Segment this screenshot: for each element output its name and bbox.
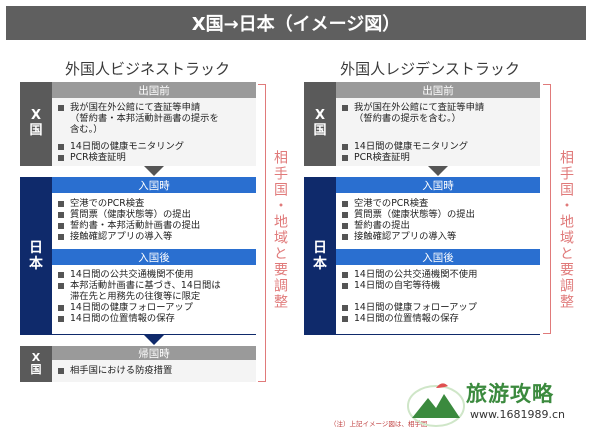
- bullet-icon: [342, 305, 348, 311]
- list-item: 接触確認アプリの導入等: [58, 231, 250, 242]
- left-track-title: 外国人ビジネストラック: [64, 60, 230, 78]
- list-item: 接触確認アプリの導入等: [342, 231, 534, 242]
- bullet-icon: [58, 283, 64, 289]
- bullet-icon: [58, 316, 64, 322]
- list-item: 14日間の公共交通機関不使用: [342, 269, 534, 280]
- arrow-down-icon: [428, 166, 448, 176]
- left-bracket: [258, 84, 266, 382]
- bullet-icon: [342, 272, 348, 278]
- bullet-icon: [58, 272, 64, 278]
- left-after-head: 入国後: [52, 249, 256, 265]
- banner-title: X国→日本（イメージ図）: [6, 6, 586, 40]
- left-entry-head: 入国時: [52, 177, 256, 193]
- right-track-title: 外国人レジデンストラック: [340, 60, 520, 78]
- list-item: 14日間の位置情報の保存: [342, 313, 534, 324]
- bullet-icon: [58, 201, 64, 207]
- left-japan-label: 日本: [20, 177, 52, 335]
- bullet-icon: [342, 316, 348, 322]
- left-side-note: 相手国・地域と要調整: [272, 150, 288, 310]
- bullet-icon: [58, 223, 64, 229]
- left-before-head: 出国前: [52, 82, 256, 98]
- list-item: 滞在先と用務先の往復等に限定: [70, 291, 201, 302]
- list-item: 空港でのPCR検査: [58, 198, 250, 209]
- footnote: （注）上記イメージ図は、相手国: [330, 420, 428, 428]
- bullet-icon: [58, 212, 64, 218]
- list-item: 含む。）: [70, 124, 103, 135]
- list-item: 14日間の健康モニタリング: [342, 141, 534, 152]
- bullet-icon: [58, 144, 64, 150]
- list-item: 14日間の健康モニタリング: [58, 141, 250, 152]
- list-item: PCR検査証明: [342, 152, 534, 163]
- bullet-icon: [342, 105, 348, 111]
- left-entry-body: 空港でのPCR検査 質問票（健康状態等）の提出 誓約書・本邦活動計画書の提出 接…: [52, 193, 256, 249]
- watermark-url: www.1681989.cn: [470, 408, 565, 421]
- right-before-head: 出国前: [336, 82, 540, 98]
- left-after-body: 14日間の公共交通機関不使用 本邦活動計画書に基づき、14日間は 滞在先と用務先…: [52, 265, 256, 334]
- bullet-icon: [342, 144, 348, 150]
- list-item: 本邦活動計画書に基づき、14日間は: [58, 280, 250, 291]
- list-item: 誓約書の提出: [342, 220, 534, 231]
- list-item: 14日間の健康フォローアップ: [58, 302, 250, 313]
- bullet-icon: [342, 212, 348, 218]
- bullet-icon: [58, 105, 64, 111]
- right-entry-body: 空港でのPCR検査 質問票（健康状態等）の提出 誓約書の提出 接触確認アプリの導…: [336, 193, 540, 249]
- bullet-icon: [342, 201, 348, 207]
- list-item: 14日間の位置情報の保存: [58, 313, 250, 324]
- list-item: 我が国在外公館にて査証等申請: [342, 102, 534, 113]
- bullet-icon: [58, 234, 64, 240]
- list-item: 空港でのPCR検査: [342, 198, 534, 209]
- bullet-icon: [58, 155, 64, 161]
- bullet-icon: [342, 155, 348, 161]
- bullet-icon: [342, 234, 348, 240]
- left-return-body: 相手国における防疫措置: [52, 360, 256, 382]
- list-item: PCR検査証明: [58, 152, 250, 163]
- list-item: 質問票（健康状態等）の提出: [342, 209, 534, 220]
- list-item: （誓約書の提示を含む。）: [354, 113, 461, 124]
- list-item: 質問票（健康状態等）の提出: [58, 209, 250, 220]
- watermark-logo-icon: [406, 376, 466, 428]
- list-item: 相手国における防疫措置: [58, 365, 250, 376]
- right-entry-head: 入国時: [336, 177, 540, 193]
- list-item: 14日間の健康フォローアップ: [342, 302, 534, 313]
- list-item: （誓約書・本邦活動計画書の提示を: [70, 113, 219, 124]
- right-japan-label: 日本: [304, 177, 336, 335]
- right-after-body: 14日間の公共交通機関不使用 14日間の自宅等待機 14日間の健康フォローアップ…: [336, 265, 540, 334]
- watermark-name: 旅游攻略: [466, 382, 554, 406]
- list-item: 誓約書・本邦活動計画書の提出: [58, 220, 250, 231]
- arrow-down-icon: [144, 335, 164, 345]
- right-side-note: 相手国・地域と要調整: [558, 150, 574, 310]
- left-return-head: 帰国時: [52, 346, 256, 360]
- right-after-head: 入国後: [336, 249, 540, 265]
- arrow-down-icon: [144, 166, 164, 176]
- list-item: 14日間の自宅等待機: [342, 280, 534, 291]
- bullet-icon: [342, 223, 348, 229]
- bullet-icon: [58, 305, 64, 311]
- bullet-icon: [58, 368, 64, 374]
- right-bracket: [543, 84, 551, 334]
- bullet-icon: [342, 283, 348, 289]
- list-item: 14日間の公共交通機関不使用: [58, 269, 250, 280]
- left-before-body: 我が国在外公館にて査証等申請 （誓約書・本邦活動計画書の提示を 含む。） 14日…: [52, 98, 256, 166]
- right-before-body: 我が国在外公館にて査証等申請 （誓約書の提示を含む。） 14日間の健康モニタリン…: [336, 98, 540, 166]
- list-item: 我が国在外公館にて査証等申請: [58, 102, 250, 113]
